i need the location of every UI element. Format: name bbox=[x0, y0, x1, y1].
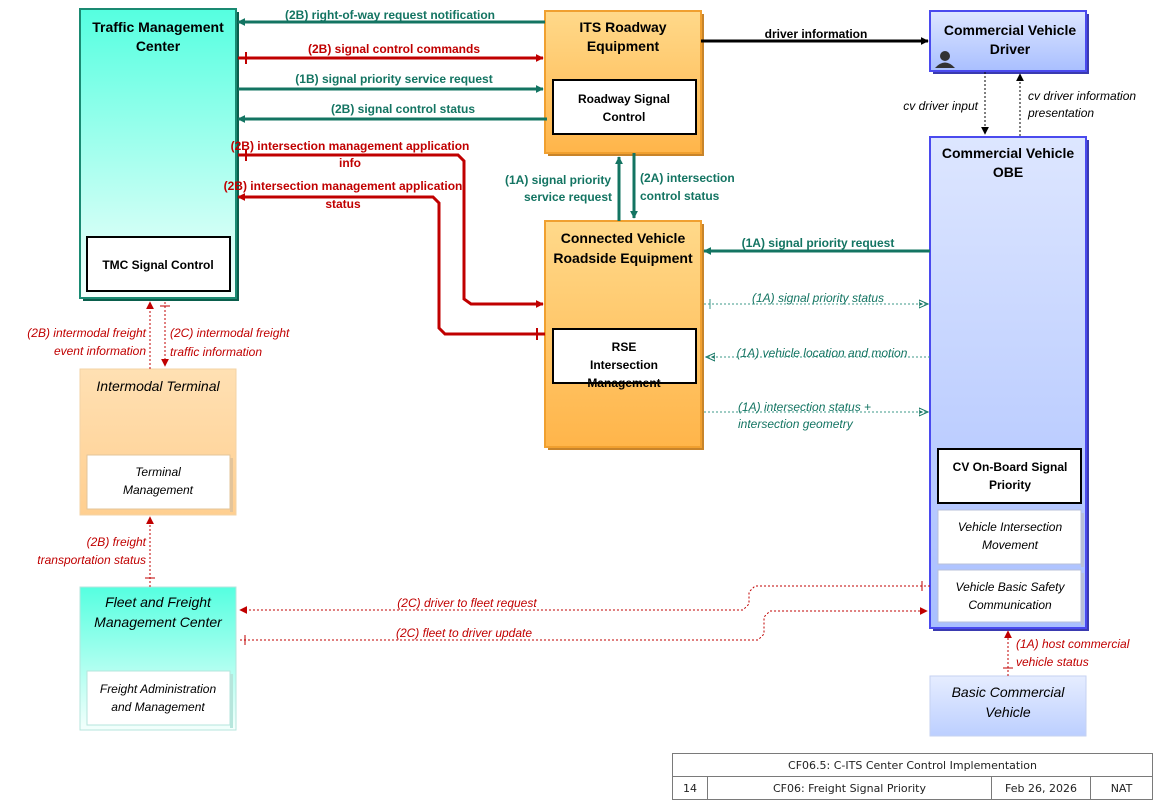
title-block-title: CF06.5: C-ITS Center Control Implementat… bbox=[672, 753, 1153, 777]
intermodal-terminal-title: Intermodal Terminal bbox=[96, 378, 220, 394]
flow-label-intersection-status-2: intersection geometry bbox=[738, 417, 854, 431]
person-icon bbox=[935, 51, 955, 68]
flow-label-intersection-mgmt-status-2: status bbox=[325, 197, 361, 211]
title-block-service: CF06: Freight Signal Priority bbox=[707, 776, 992, 800]
flow-label-intersection-control-status-2: control status bbox=[640, 189, 720, 203]
title-block-date: Feb 26, 2026 bbox=[991, 776, 1091, 800]
flow-label-freight-transport-status-2: transportation status bbox=[37, 553, 146, 567]
flow-label-intermodal-traffic-1: (2C) intermodal freight bbox=[170, 326, 290, 340]
flow-label-rse-priority-request-1: (1A) signal priority bbox=[505, 173, 611, 187]
flow-label-host-cv-status-2: vehicle status bbox=[1016, 655, 1089, 669]
flow-label-host-cv-status-1: (1A) host commercial bbox=[1016, 637, 1130, 651]
flow-label-priority-service-request: (1B) signal priority service request bbox=[295, 72, 492, 86]
flow-label-intersection-mgmt-status-1: (2B) intersection management application bbox=[224, 179, 463, 193]
flow-label-cv-driver-presentation-2: presentation bbox=[1027, 106, 1094, 120]
flow-label-intermodal-event-1: (2B) intermodal freight bbox=[27, 326, 146, 340]
flow-label-signal-control-status: (2B) signal control status bbox=[331, 102, 475, 116]
flow-line-intersection-mgmt-info bbox=[238, 153, 544, 308]
flow-label-fleet-to-driver: (2C) fleet to driver update bbox=[396, 626, 532, 640]
title-block-org: NAT bbox=[1090, 776, 1153, 800]
flow-label-driver-information: driver information bbox=[765, 27, 868, 41]
flow-label-intermodal-event-2: event information bbox=[54, 344, 146, 358]
flow-label-intersection-mgmt-info-1: (2B) intersection management application bbox=[231, 139, 470, 153]
flow-label-intersection-status-1: (1A) intersection status + bbox=[738, 400, 871, 414]
flow-label-intersection-control-status-1: (2A) intersection bbox=[640, 171, 735, 185]
flow-label-intersection-mgmt-info-2: info bbox=[339, 156, 361, 170]
flow-line-fleet-to-driver bbox=[240, 607, 928, 641]
flow-label-rse-priority-request-2: service request bbox=[524, 190, 612, 204]
flow-label-signal-priority-status: (1A) signal priority status bbox=[752, 291, 884, 305]
flow-label-obe-priority-request: (1A) signal priority request bbox=[742, 236, 895, 250]
title-block-page: 14 bbox=[672, 776, 708, 800]
flow-label-right-of-way-1: (2B) right-of-way request notification bbox=[285, 8, 495, 22]
flow-label-driver-to-fleet: (2C) driver to fleet request bbox=[397, 596, 537, 610]
flow-label-freight-transport-status-1: (2B) freight bbox=[87, 535, 147, 549]
flow-label-cv-driver-input: cv driver input bbox=[903, 99, 978, 113]
flow-label-signal-control-commands: (2B) signal control commands bbox=[308, 42, 480, 56]
flow-label-intermodal-traffic-2: traffic information bbox=[170, 345, 262, 359]
flow-line-intersection-mgmt-status bbox=[237, 193, 545, 336]
flow-label-cv-driver-presentation-1: cv driver information bbox=[1028, 89, 1136, 103]
flow-line-driver-to-fleet bbox=[239, 585, 930, 614]
tmc-signal-control-label: TMC Signal Control bbox=[102, 258, 213, 272]
title-block: CF06.5: C-ITS Center Control Implementat… bbox=[672, 753, 1153, 800]
flow-label-vehicle-location: (1A) vehicle location and motion bbox=[737, 346, 908, 360]
